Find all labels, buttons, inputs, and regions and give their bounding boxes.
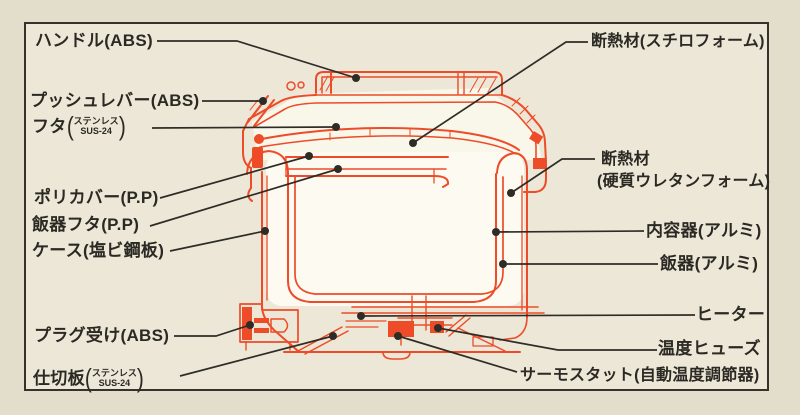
label-thermal-fuse: 温度ヒューズ bbox=[658, 339, 761, 358]
label-rice-bowl: 飯器(アルミ) bbox=[660, 254, 759, 273]
label-thermostat: サーモスタット(自動温度調節器) bbox=[520, 367, 760, 384]
label-heater: ヒーター bbox=[696, 305, 766, 324]
label-poly-cover: ポリカバー(P.P) bbox=[34, 188, 159, 207]
label-handle: ハンドル(ABS) bbox=[35, 31, 153, 50]
label-plug-socket: プラグ受け(ABS) bbox=[34, 326, 170, 345]
big-paren-open: ( bbox=[84, 363, 92, 393]
label-push-lever: プッシュレバー(ABS) bbox=[30, 91, 200, 110]
big-paren-close: ) bbox=[118, 111, 126, 141]
big-paren-open: ( bbox=[66, 111, 74, 141]
big-paren-close: ) bbox=[136, 363, 144, 393]
label-insulation-styrofoam: 断熱材(スチロフォーム) bbox=[591, 33, 765, 50]
label-case: ケース(塩ビ鋼板) bbox=[32, 241, 165, 260]
label-insulation-urethane: 断熱材 (硬質ウレタンフォーム) bbox=[597, 151, 771, 190]
label-rice-bowl-lid: 飯器フタ(P.P) bbox=[32, 215, 140, 234]
label-inner-container: 内容器(アルミ) bbox=[646, 221, 762, 240]
